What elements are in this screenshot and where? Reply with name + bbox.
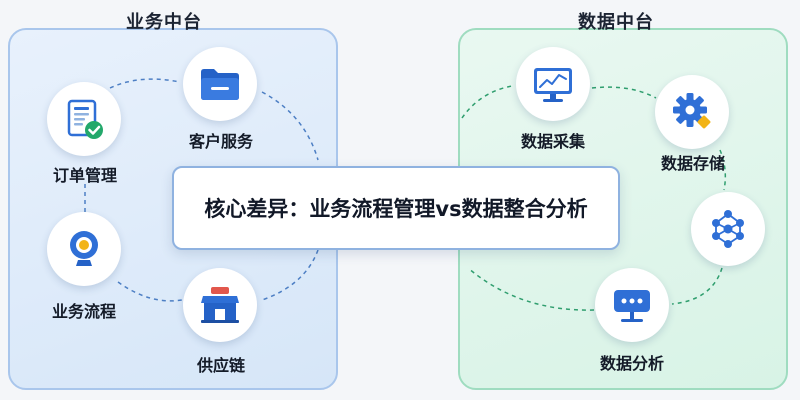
data-analysis-node[interactable]	[595, 268, 669, 342]
webcam-icon	[70, 231, 98, 266]
folder-icon	[201, 69, 239, 100]
supply-chain-node[interactable]	[183, 268, 257, 342]
link-process-to-supply	[117, 281, 183, 302]
order-management-label: 订单管理	[52, 166, 118, 185]
store-icon	[201, 287, 239, 323]
link-collect-to-storage	[591, 86, 657, 99]
network-graph-icon	[712, 210, 744, 248]
data-analysis-label: 数据分析	[599, 354, 665, 373]
data-platform-title: 数据中台	[578, 12, 654, 33]
link-service-to-center	[261, 91, 319, 161]
link-storage-to-network	[719, 149, 727, 191]
customer-service-node[interactable]	[183, 47, 257, 121]
monitor-chart-icon	[534, 68, 572, 102]
business-platform-title: 业务中台	[126, 12, 202, 33]
gear-icon	[673, 93, 711, 129]
order-management-node[interactable]	[47, 82, 121, 156]
dashboard-screen-icon	[614, 290, 650, 322]
data-collection-label: 数据采集	[520, 132, 586, 151]
business-process-label: 业务流程	[51, 302, 117, 321]
data-collection-node[interactable]	[516, 47, 590, 121]
core-difference-box: 核心差异：业务流程管理vs数据整合分析	[172, 166, 620, 250]
business-process-node[interactable]	[47, 212, 121, 286]
order-document-check-icon	[67, 99, 103, 139]
link-network-to-analysis	[671, 267, 723, 305]
data-network-node[interactable]	[691, 192, 765, 266]
supply-chain-label: 供应链	[196, 356, 246, 375]
link-left-top	[461, 85, 513, 119]
core-difference-text: 核心差异：业务流程管理vs数据整合分析	[204, 197, 588, 221]
link-center-to-supply	[261, 249, 319, 301]
data-storage-node[interactable]	[655, 75, 729, 149]
link-analysis-left	[467, 267, 595, 311]
customer-service-label: 客户服务	[188, 132, 254, 151]
data-storage-label: 数据存储	[660, 154, 726, 173]
link-order-to-service	[109, 78, 181, 89]
